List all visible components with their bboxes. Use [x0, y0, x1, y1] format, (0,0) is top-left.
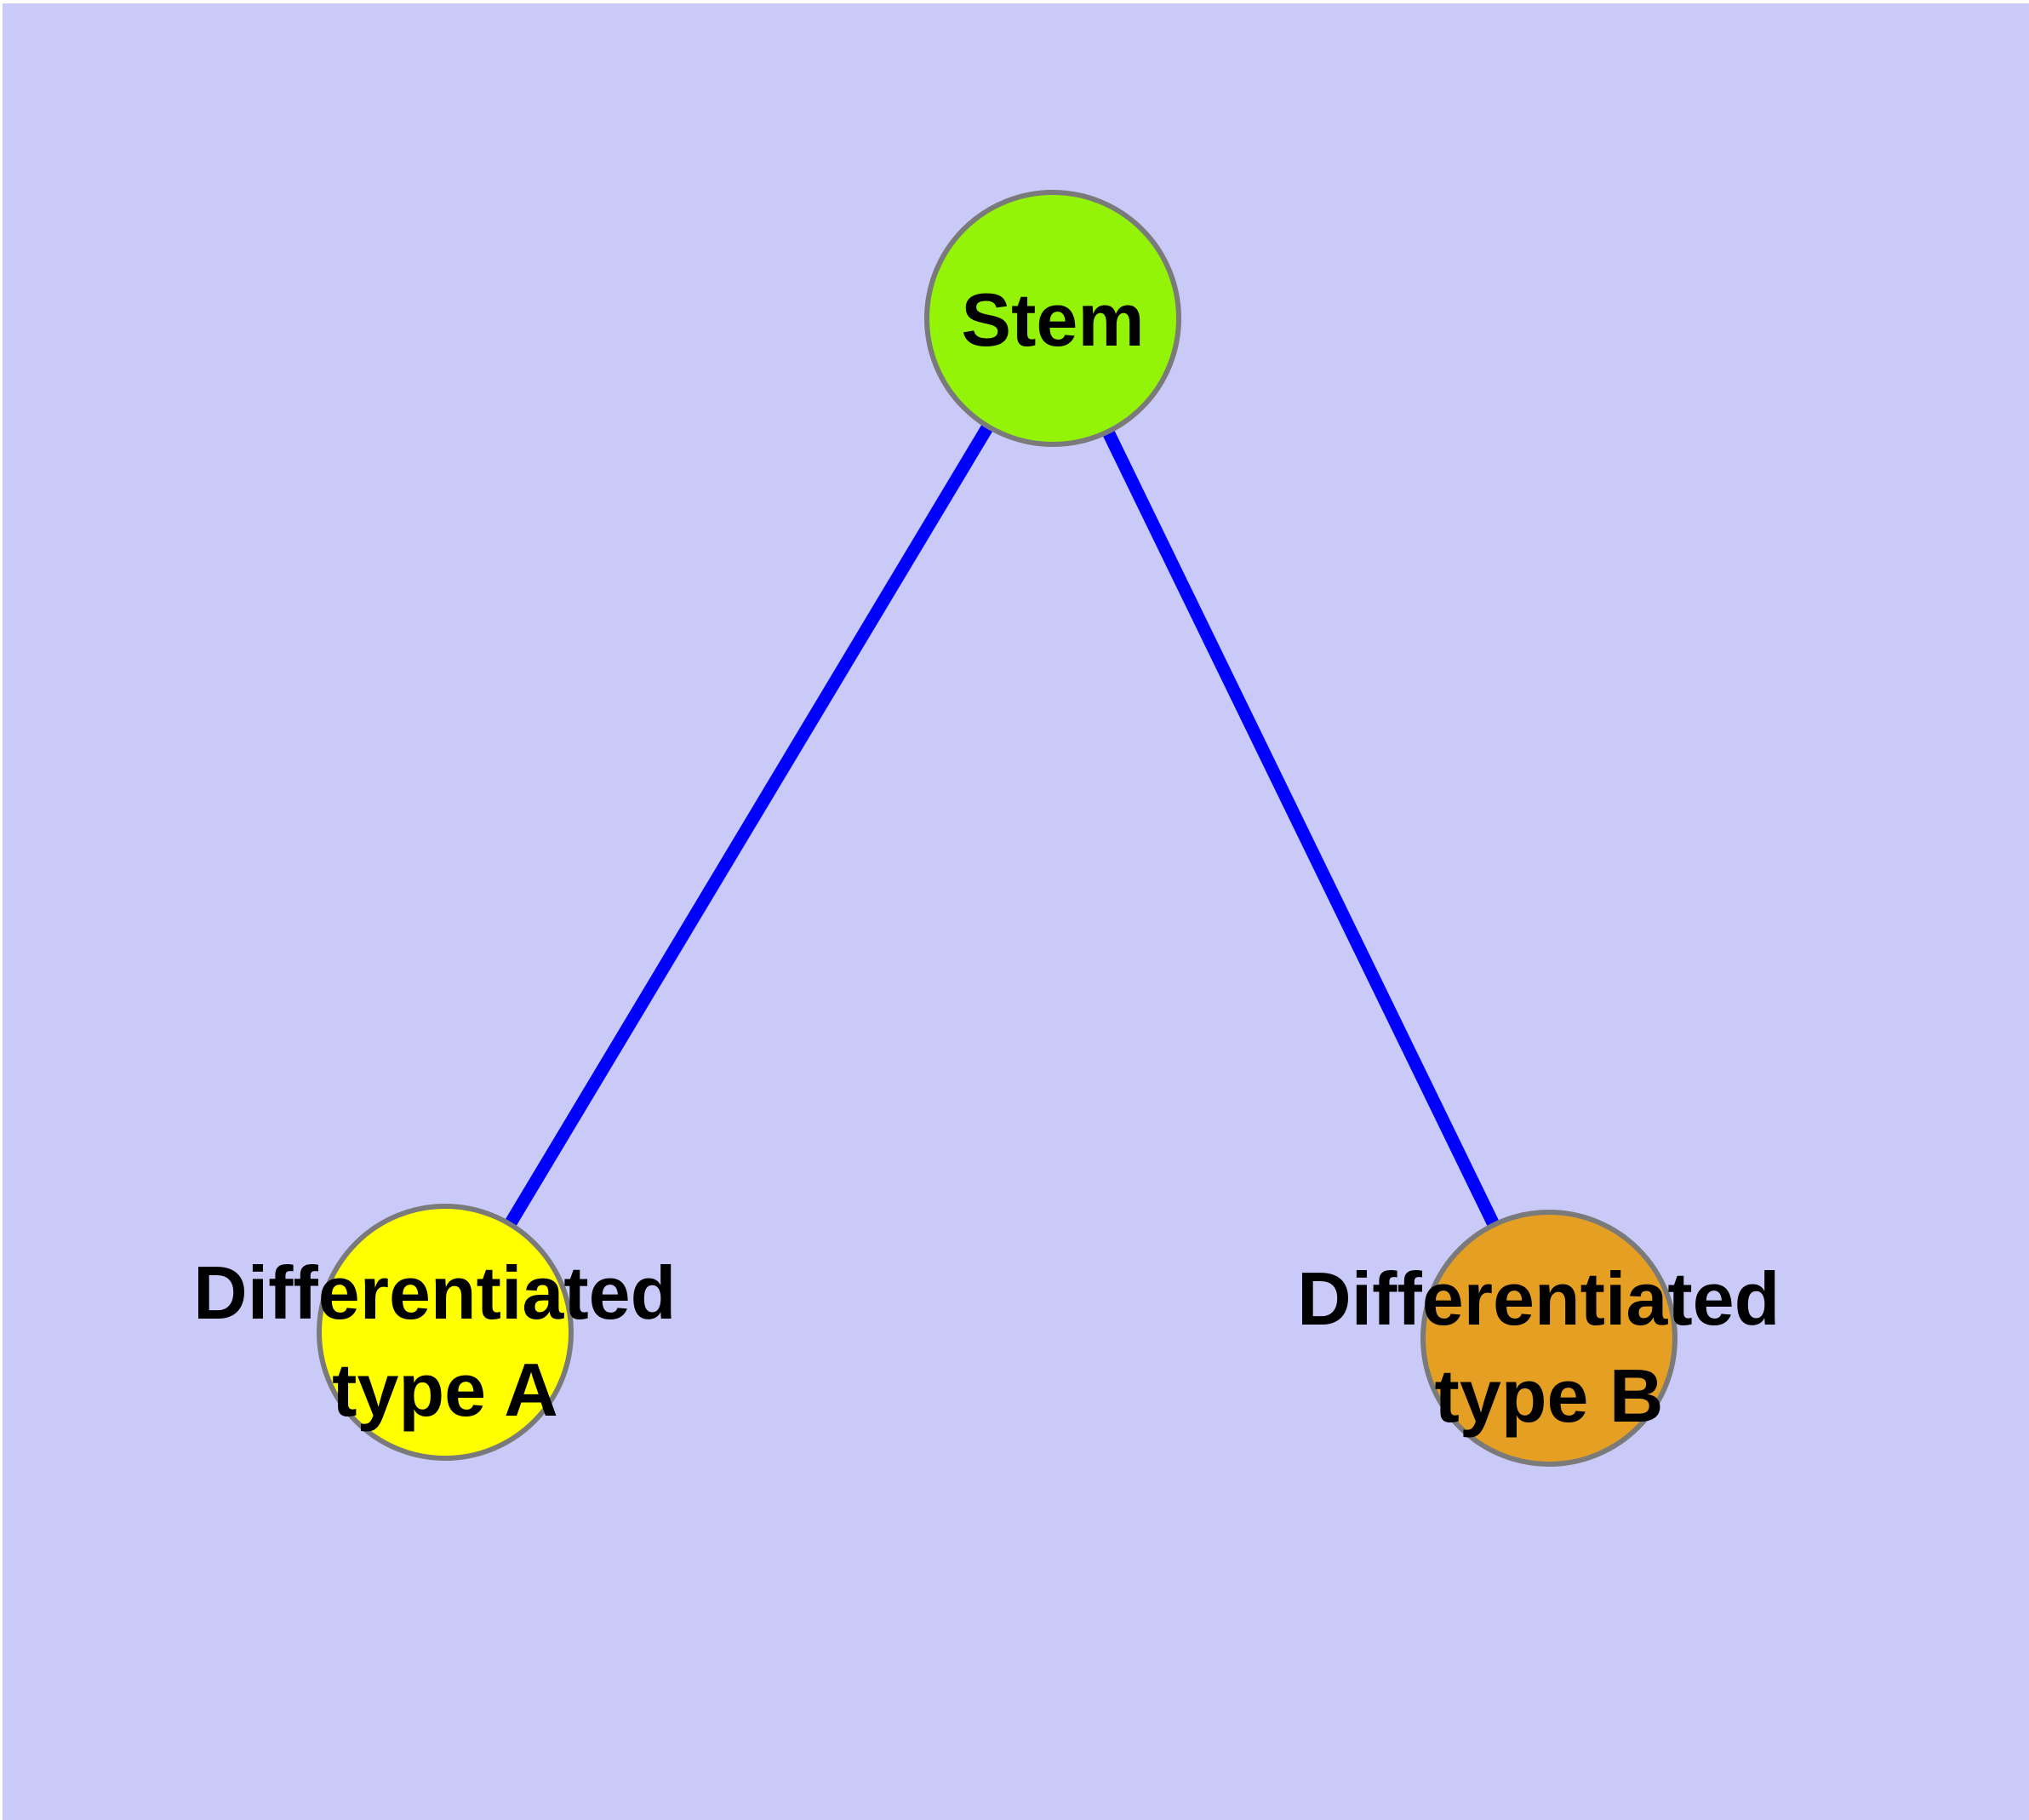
node-stem[interactable]	[924, 190, 1181, 447]
node-differentiated-type-a[interactable]	[317, 1204, 574, 1461]
node-differentiated-type-b[interactable]	[1420, 1210, 1677, 1467]
node-type-b-label-line-2: type B	[1435, 1354, 1664, 1438]
node-stem-label: Stem	[961, 278, 1144, 362]
node-type-a-label: Differentiated type A	[193, 1251, 697, 1432]
node-type-b-label: Differentiated type B	[1297, 1256, 1801, 1438]
node-stem-label-line-1: Stem	[961, 278, 1144, 362]
edge-stem-to-type-b	[1047, 315, 1555, 1342]
node-type-a-label-line-1: Differentiated	[193, 1251, 676, 1335]
node-type-b-label-line-1: Differentiated	[1297, 1256, 1780, 1341]
edge-stem-to-type-a	[439, 315, 1059, 1336]
node-type-a-label-line-2: type A	[332, 1348, 558, 1432]
